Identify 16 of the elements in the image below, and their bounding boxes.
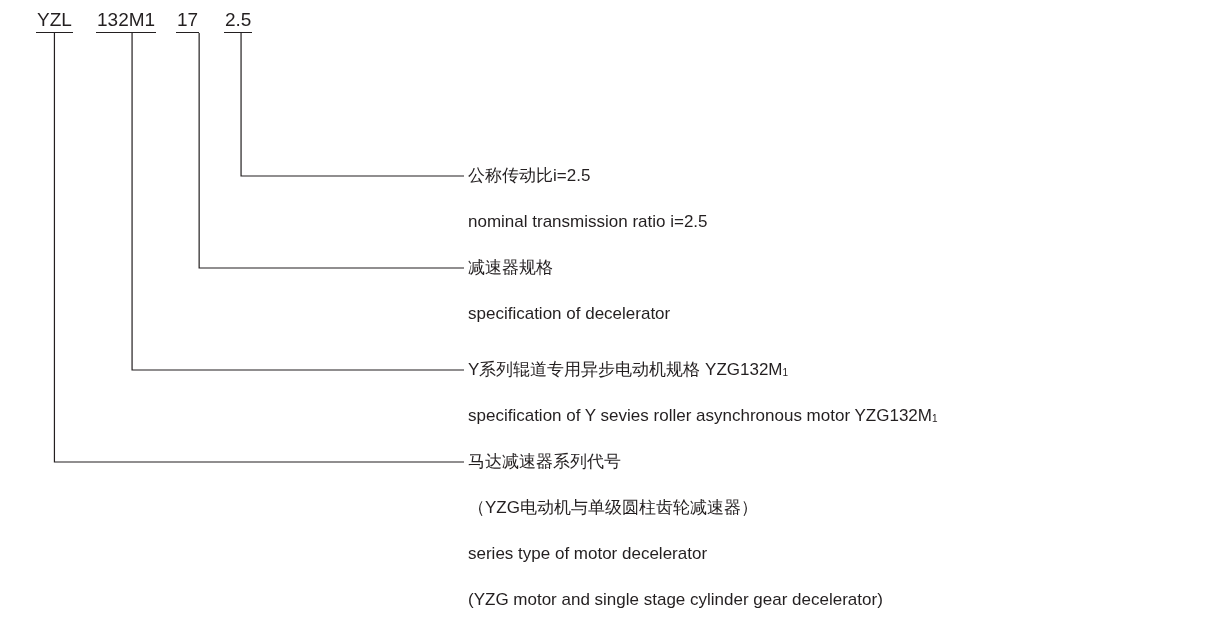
code-segment: 2.5	[224, 8, 253, 33]
code-segment: YZL	[36, 8, 73, 33]
code-segment: 132M1	[96, 8, 157, 33]
leader-line	[131, 32, 465, 371]
explanation-text: 减速器规格	[468, 257, 554, 279]
explanation-text: series type of motor decelerator	[468, 543, 709, 565]
leader-line	[240, 32, 465, 177]
explanation-text: 马达减速器系列代号	[468, 451, 622, 473]
explanation-text: nominal transmission ratio i=2.5	[468, 211, 708, 233]
code-segment: 17	[176, 8, 200, 33]
explanation-text: 公称传动比i=2.5	[468, 165, 592, 187]
explanation-text: specification of decelerator	[468, 303, 671, 325]
explanation-text: （YZG电动机与单级圆柱齿轮减速器）	[468, 497, 759, 519]
leader-line	[198, 32, 465, 269]
leader-line	[53, 32, 465, 463]
explanation-text: (YZG motor and single stage cylinder gear decelerator)	[468, 589, 883, 611]
